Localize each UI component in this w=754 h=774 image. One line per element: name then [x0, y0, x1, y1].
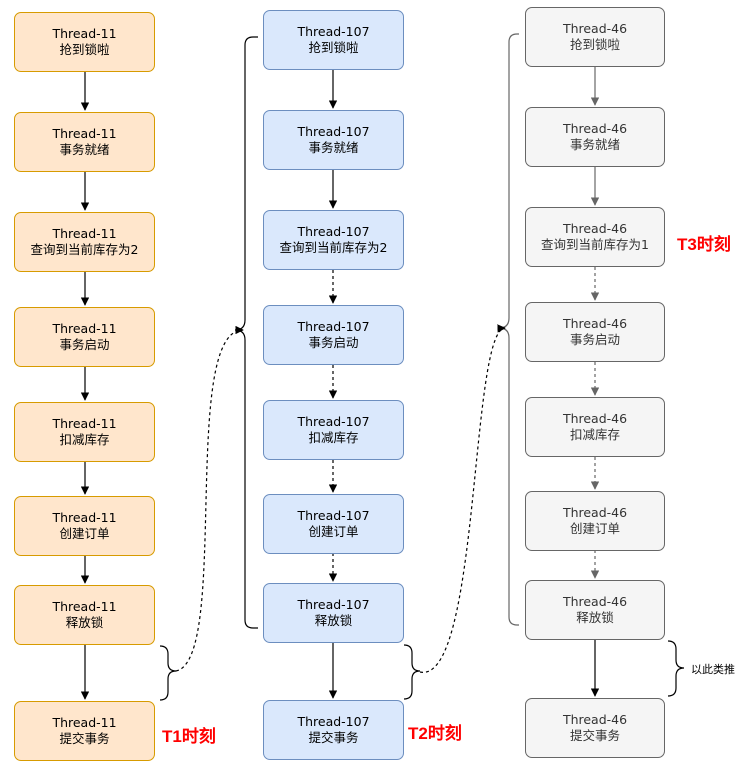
thread-name: Thread-11 — [52, 321, 117, 336]
thread-name: Thread-107 — [297, 319, 370, 334]
thread107-node: Thread-107 查询到当前库存为2 — [263, 210, 404, 270]
thread46-node: Thread-46 创建订单 — [525, 491, 665, 551]
handoff-arrow — [175, 325, 244, 672]
thread-name: Thread-46 — [562, 712, 628, 727]
thread-name: Thread-107 — [297, 597, 370, 612]
thread-name: Thread-107 — [297, 124, 370, 139]
thread-name: Thread-11 — [52, 226, 117, 241]
step-action: 抢到锁啦 — [569, 37, 620, 52]
thread11-node: Thread-11 抢到锁啦 — [14, 12, 155, 72]
thread107-node: Thread-107 事务启动 — [263, 305, 404, 365]
step-action: 抢到锁啦 — [59, 42, 110, 57]
step-action: 释放锁 — [576, 610, 614, 625]
t1-time-label: T1时刻 — [162, 727, 216, 746]
thread-name: Thread-11 — [52, 510, 117, 525]
thread-name: Thread-11 — [52, 126, 117, 141]
thread-name: Thread-46 — [562, 21, 628, 36]
step-action: 扣减库存 — [308, 430, 359, 445]
gap-brace — [403, 644, 421, 700]
thread11-node: Thread-11 释放锁 — [14, 585, 155, 645]
thread107-node: Thread-107 创建订单 — [263, 494, 404, 554]
thread107-node: Thread-107 事务就绪 — [263, 110, 404, 170]
thread-name: Thread-107 — [297, 714, 370, 729]
thread107-node: Thread-107 抢到锁啦 — [263, 10, 404, 70]
t2-time-label: T2时刻 — [408, 724, 462, 743]
thread11-node: Thread-11 查询到当前库存为2 — [14, 212, 155, 272]
handoff-arrow — [419, 324, 506, 673]
thread107-node: Thread-107 释放锁 — [263, 583, 404, 643]
step-action: 查询到当前库存为2 — [30, 242, 139, 257]
step-action: 查询到当前库存为1 — [541, 237, 649, 252]
thread-name: Thread-46 — [562, 316, 628, 331]
step-action: 扣减库存 — [569, 427, 620, 442]
thread46-node: Thread-46 事务就绪 — [525, 107, 665, 167]
thread46-node: Thread-46 扣减库存 — [525, 397, 665, 457]
thread-name: Thread-46 — [562, 411, 628, 426]
gap-brace — [159, 645, 177, 701]
thread46-node: Thread-46 查询到当前库存为1 — [525, 207, 665, 267]
thread46-node: Thread-46 释放锁 — [525, 580, 665, 640]
step-action: 扣减库存 — [59, 432, 110, 447]
thread11-node: Thread-11 事务就绪 — [14, 112, 155, 172]
thread-name: Thread-46 — [562, 505, 628, 520]
lock-span-brace — [234, 36, 258, 629]
thread-name: Thread-11 — [52, 715, 117, 730]
thread11-node: Thread-11 提交事务 — [14, 701, 155, 761]
step-action: 事务启动 — [569, 332, 620, 347]
step-action: 抢到锁啦 — [308, 40, 359, 55]
thread-name: Thread-11 — [52, 599, 117, 614]
thread-name: Thread-107 — [297, 508, 370, 523]
step-action: 创建订单 — [569, 521, 620, 536]
step-action: 查询到当前库存为2 — [279, 240, 388, 255]
step-action: 提交事务 — [308, 730, 359, 745]
thread-name: Thread-11 — [52, 416, 117, 431]
step-action: 释放锁 — [314, 613, 353, 628]
thread46-node: Thread-46 提交事务 — [525, 698, 665, 758]
thread11-node: Thread-11 创建订单 — [14, 496, 155, 556]
step-action: 事务就绪 — [308, 140, 359, 155]
lock-span-brace — [498, 33, 519, 626]
thread-name: Thread-11 — [52, 26, 117, 41]
step-action: 事务启动 — [59, 337, 110, 352]
step-action: 事务就绪 — [59, 142, 110, 157]
step-action: 释放锁 — [65, 615, 104, 630]
thread-name: Thread-107 — [297, 224, 370, 239]
thread107-node: Thread-107 扣减库存 — [263, 400, 404, 460]
step-action: 事务启动 — [308, 335, 359, 350]
t3-time-label: T3时刻 — [677, 235, 731, 254]
thread46-node: Thread-46 抢到锁啦 — [525, 7, 665, 67]
step-action: 提交事务 — [569, 728, 620, 743]
and-so-on-note: 以此类推 — [691, 663, 735, 676]
thread107-node: Thread-107 提交事务 — [263, 700, 404, 760]
thread-name: Thread-46 — [562, 221, 628, 236]
thread-name: Thread-46 — [562, 594, 628, 609]
thread11-node: Thread-11 扣减库存 — [14, 402, 155, 462]
step-action: 事务就绪 — [569, 137, 620, 152]
thread46-node: Thread-46 事务启动 — [525, 302, 665, 362]
thread-name: Thread-107 — [297, 414, 370, 429]
step-action: 创建订单 — [59, 526, 110, 541]
gap-brace — [667, 640, 685, 697]
thread-name: Thread-107 — [297, 24, 370, 39]
thread11-node: Thread-11 事务启动 — [14, 307, 155, 367]
step-action: 创建订单 — [308, 524, 359, 539]
thread-name: Thread-46 — [562, 121, 628, 136]
step-action: 提交事务 — [59, 731, 110, 746]
